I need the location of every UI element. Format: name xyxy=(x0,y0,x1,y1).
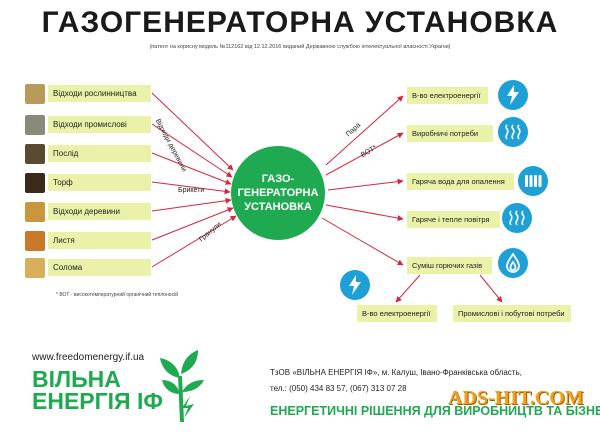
output-electricity: В-во електроенергії xyxy=(407,87,488,104)
input-litter: Послід xyxy=(48,145,151,162)
thumb-industrial-waste xyxy=(25,115,45,135)
phone-numbers: тел.: (050) 434 83 57, (067) 313 07 28 xyxy=(270,384,407,393)
watermark: ADS-HIT.COM xyxy=(448,387,584,409)
arrow-input-7 xyxy=(151,215,237,268)
arrow-input-6 xyxy=(151,207,234,241)
thumb-wood-waste xyxy=(25,202,45,222)
flame-icon xyxy=(498,248,528,278)
arrow-input-1 xyxy=(151,92,234,171)
gasifier-node: ГАЗО- ГЕНЕРАТОРНА УСТАНОВКА xyxy=(231,146,325,240)
heat-waves-icon xyxy=(502,203,532,233)
slogan: ЕНЕРГЕТИЧНІ РІШЕННЯ ДЛЯ ВИРОБНИЦТВ ТА БІ… xyxy=(270,404,600,418)
brand-line-1: ВІЛЬНА xyxy=(32,366,121,392)
input-leaves: Листя xyxy=(48,232,151,249)
arrow-input-4 xyxy=(151,181,231,195)
arrow-output-2 xyxy=(325,132,404,176)
label-briquettes: Брикети xyxy=(178,187,205,194)
arrow-output-4 xyxy=(325,204,404,221)
sub-lightning-icon xyxy=(340,270,370,300)
arrow-input-3 xyxy=(151,152,232,185)
thumb-litter xyxy=(25,144,45,164)
input-peat: Торф xyxy=(48,174,151,191)
output-hot-air: Гаряче і тепле повітря xyxy=(407,211,500,228)
footnote: * ВОТ - високотемпературний органічний т… xyxy=(56,292,178,298)
input-crop-waste: Відходи рослинництва xyxy=(48,85,151,102)
radiator-icon xyxy=(518,166,548,196)
page-title: ГАЗОГЕНЕРАТОРНА УСТАНОВКА xyxy=(41,6,559,39)
sub-output-industrial-household: Промислові і побутові потреби xyxy=(453,305,571,322)
brand-line-2: ЕНЕРГІЯ ІФ xyxy=(32,388,164,414)
input-industrial-waste: Відходи промислові xyxy=(48,116,151,133)
sub-output-electricity: В-во електроенергії xyxy=(357,305,437,322)
output-hot-water: Гаряча вода для опалення xyxy=(407,173,514,190)
thumb-leaves xyxy=(25,231,45,251)
center-line-3: УСТАНОВКА xyxy=(244,201,312,213)
steam-icon xyxy=(498,117,528,147)
arrow-sub-1 xyxy=(395,274,421,303)
input-straw: Солома xyxy=(48,259,151,276)
arrow-output-1 xyxy=(325,95,404,166)
output-production-needs: Виробничі потреби xyxy=(407,125,493,142)
thumb-crop-waste xyxy=(25,84,45,104)
arrow-output-3 xyxy=(327,178,404,191)
thumb-peat xyxy=(25,173,45,193)
plant-logo-icon xyxy=(160,350,204,422)
arrow-output-5 xyxy=(321,217,404,266)
arrow-sub-2 xyxy=(479,274,503,303)
patent-note: (патент на корисну модель №112162 від 12… xyxy=(149,44,451,50)
center-line-1: ГАЗО- xyxy=(261,173,295,185)
thumb-straw xyxy=(25,258,45,278)
center-line-2: ГЕНЕРАТОРНА xyxy=(237,187,319,199)
input-wood-waste: Відходи деревини xyxy=(48,203,151,220)
website-link[interactable]: www.freedomenergy.if.ua xyxy=(32,352,145,363)
brand-name: ВІЛЬНА ЕНЕРГІЯ ІФ xyxy=(32,366,164,414)
arrow-input-5 xyxy=(151,197,232,212)
output-gas-mixture: Суміш горючих газів xyxy=(407,257,492,274)
arrow-input-2 xyxy=(151,123,233,178)
lightning-icon xyxy=(498,80,528,110)
company-info: ТзОВ «ВІЛЬНА ЕНЕРГІЯ ІФ», м. Калуш, Іван… xyxy=(270,368,522,377)
